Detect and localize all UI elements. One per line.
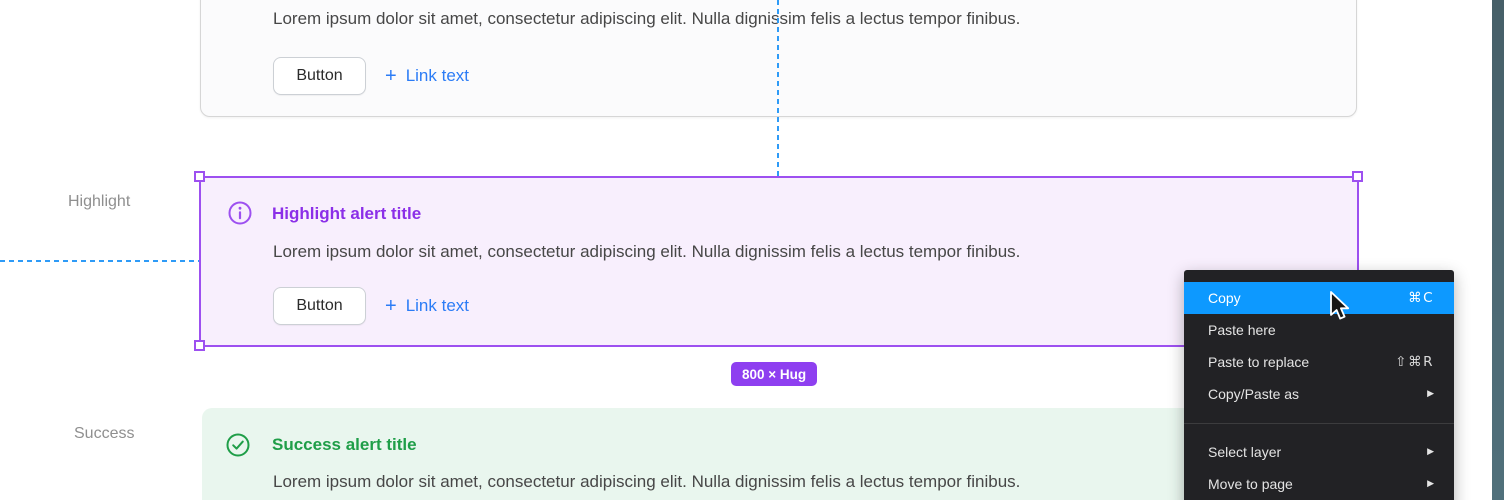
- menu-item-select-layer[interactable]: Select layer ▶: [1208, 444, 1434, 460]
- shortcut-paste-to-replace: ⇧⌘R: [1395, 354, 1434, 370]
- selection-handle-bottom-left[interactable]: [194, 340, 205, 351]
- cursor-pointer-icon: [1329, 291, 1351, 328]
- alert-card-success[interactable]: Success alert title Lorem ipsum dolor si…: [202, 408, 1357, 500]
- check-circle-icon: [226, 433, 250, 457]
- menu-separator: [1184, 423, 1454, 424]
- alert-body-text: Lorem ipsum dolor sit amet, consectetur …: [273, 472, 1021, 491]
- alert-button-label: Button: [296, 67, 343, 84]
- submenu-arrow-icon: ▶: [1427, 479, 1434, 489]
- alert-title: Highlight alert title: [272, 204, 422, 223]
- window-edge-bar: [1492, 0, 1504, 500]
- menu-item-paste-to-replace[interactable]: Paste to replace ⇧⌘R: [1208, 354, 1434, 370]
- menu-item-paste-here[interactable]: Paste here: [1208, 322, 1276, 338]
- selection-size-badge: 800 × Hug: [731, 362, 818, 386]
- row-label-success: Success: [74, 425, 135, 442]
- alert-card-highlight[interactable]: Highlight alert title Lorem ipsum dolor …: [199, 176, 1359, 347]
- row-label-highlight: Highlight: [68, 193, 131, 210]
- context-menu: Copy ⌘C Paste here Paste to replace ⇧⌘R …: [1184, 270, 1454, 500]
- selection-handle-top-right[interactable]: [1352, 171, 1363, 182]
- selection-handle-top-left[interactable]: [194, 171, 205, 182]
- alert-button-label: Button: [296, 297, 343, 314]
- alert-body-text: Lorem ipsum dolor sit amet, consectetur …: [273, 242, 1021, 261]
- horizontal-guide-line: [0, 260, 199, 262]
- plus-icon: +: [385, 295, 397, 317]
- alert-link[interactable]: + Link text: [385, 296, 469, 316]
- menu-item-copy-paste-as[interactable]: Copy/Paste as ▶: [1208, 386, 1434, 402]
- alert-link-label: Link text: [405, 66, 469, 85]
- alert-title: Success alert title: [272, 435, 417, 454]
- submenu-arrow-icon: ▶: [1427, 447, 1434, 457]
- menu-item-copy[interactable]: Copy ⌘C: [1184, 282, 1454, 314]
- alert-button[interactable]: Button: [273, 287, 366, 325]
- menu-item-move-to-page[interactable]: Move to page ▶: [1208, 476, 1434, 492]
- alert-body-text: Lorem ipsum dolor sit amet, consectetur …: [273, 9, 1021, 28]
- alert-button[interactable]: Button: [273, 57, 366, 95]
- submenu-arrow-icon: ▶: [1427, 389, 1434, 399]
- alert-link-label: Link text: [405, 296, 469, 315]
- vertical-guide-line: [777, 0, 779, 176]
- alert-link[interactable]: + Link text: [385, 66, 469, 86]
- plus-icon: +: [385, 65, 397, 87]
- shortcut-copy: ⌘C: [1408, 290, 1434, 306]
- info-circle-icon: [228, 201, 252, 225]
